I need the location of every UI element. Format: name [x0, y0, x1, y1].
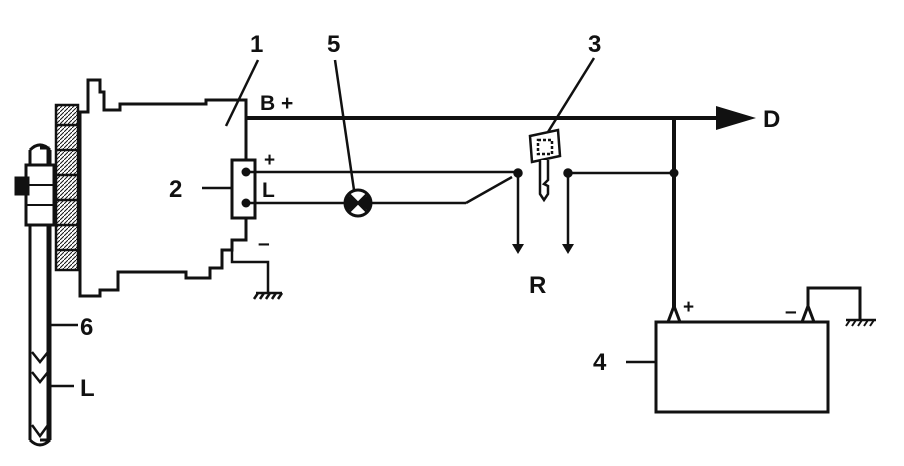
label-battery-minus: – [785, 300, 797, 323]
battery-feed [669, 118, 679, 308]
pulley [14, 163, 56, 227]
label-d: D [763, 106, 780, 133]
label-terminal-minus: – [258, 232, 270, 255]
battery [654, 301, 830, 414]
label-3: 3 [588, 31, 601, 58]
r-arrow-right [562, 244, 574, 254]
label-2: 2 [169, 176, 182, 203]
r-connection [513, 168, 674, 246]
cooling-fan [54, 103, 80, 272]
battery-ground [806, 286, 876, 327]
warning-lamp [343, 188, 373, 218]
alternator-ground [230, 245, 284, 300]
label-6: 6 [80, 314, 93, 341]
label-4: 4 [593, 349, 607, 376]
label-1: 1 [250, 31, 263, 58]
label-battery-plus: + [683, 297, 694, 318]
r-arrow-left [512, 244, 524, 254]
l-wire [250, 175, 513, 205]
label-belt-l: L [80, 375, 95, 402]
leader-lines [48, 57, 656, 388]
regulator [202, 158, 257, 220]
label-terminal-l: L [262, 179, 275, 202]
label-5: 5 [327, 31, 340, 58]
ignition-key [528, 128, 562, 203]
label-b-plus: B + [260, 92, 293, 115]
b-plus-line [246, 106, 756, 130]
label-r: R [529, 272, 546, 299]
label-terminal-plus: + [264, 150, 275, 171]
